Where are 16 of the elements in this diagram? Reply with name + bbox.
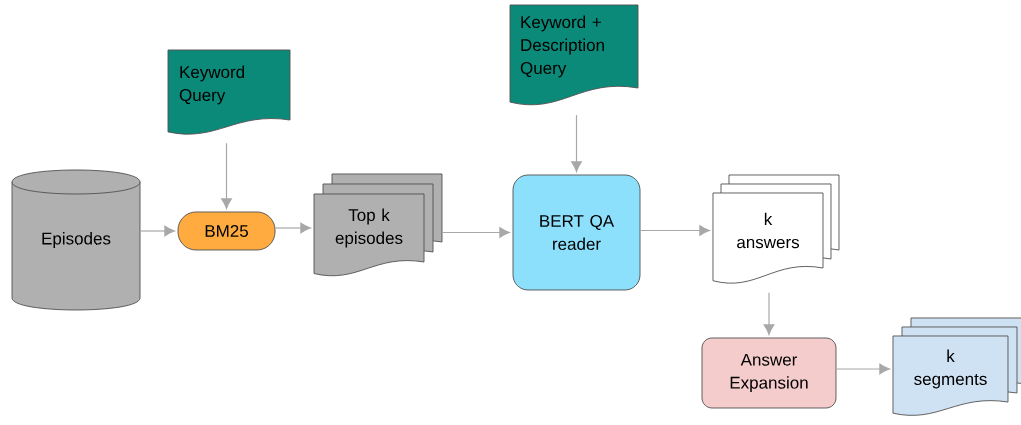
arrow bbox=[571, 114, 582, 172]
arrow bbox=[274, 222, 311, 234]
document-stack: Top k episodes bbox=[313, 173, 443, 277]
arrow bbox=[221, 142, 232, 209]
document-stack: k answers bbox=[712, 174, 840, 284]
process-box: Answer Expansion bbox=[701, 337, 837, 409]
process-pill: BM25 bbox=[177, 211, 276, 251]
process-box: BERT QA reader bbox=[512, 174, 641, 291]
query-document: Keyword + Description Query bbox=[509, 4, 639, 106]
arrow bbox=[139, 225, 175, 237]
arrow bbox=[835, 363, 890, 375]
database-cylinder: Episodes bbox=[11, 169, 141, 311]
arrow bbox=[639, 225, 710, 236]
arrow bbox=[763, 292, 775, 335]
query-document: Keyword Query bbox=[167, 49, 291, 135]
document-stack: k segments bbox=[892, 317, 1021, 416]
